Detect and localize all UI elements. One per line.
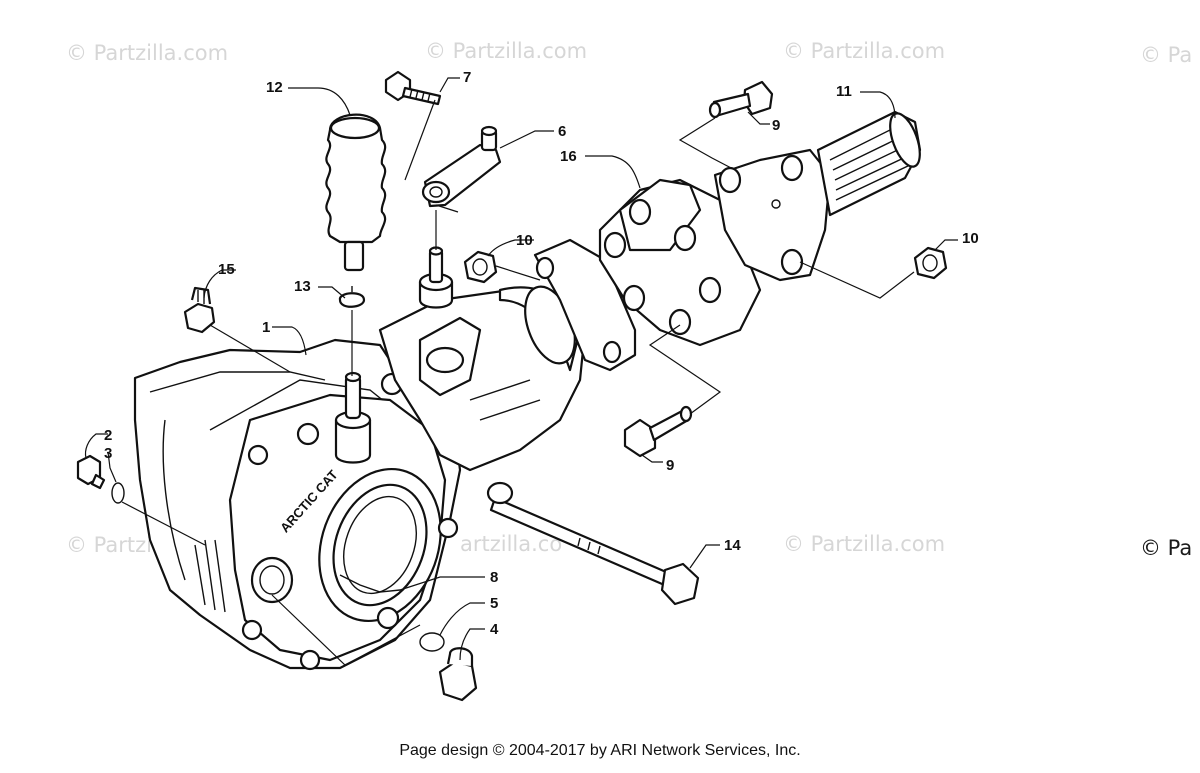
drain-plug xyxy=(438,647,478,702)
callout-1: 1 xyxy=(262,319,270,336)
castle-nut xyxy=(183,286,216,334)
callout-9-lower: 9 xyxy=(666,457,674,474)
callout-15: 15 xyxy=(218,261,235,278)
watermark: © Partzilla.com xyxy=(66,41,228,65)
hose-clamp xyxy=(338,286,366,308)
callout-6: 6 xyxy=(558,123,566,140)
callout-9-upper: 9 xyxy=(772,117,780,134)
bolt-9-upper xyxy=(708,80,774,119)
actuator-fitting xyxy=(418,246,454,309)
bolt-9-lower xyxy=(623,405,693,458)
shift-lever xyxy=(421,125,502,208)
callout-10-right: 10 xyxy=(962,230,979,247)
fill-plug xyxy=(76,454,106,490)
watermark: © Pa xyxy=(1140,536,1192,560)
callout-labels: 1 2 3 4 5 6 7 8 9 9 10 10 11 12 13 14 15… xyxy=(104,69,979,638)
actuator-body xyxy=(378,285,587,472)
callout-11: 11 xyxy=(836,83,852,100)
o-ring-3 xyxy=(111,482,125,504)
washer-5 xyxy=(419,632,445,652)
coupler-assembly xyxy=(533,178,762,372)
nut-10-left xyxy=(463,250,498,284)
long-bolt xyxy=(486,481,700,606)
leader-lines xyxy=(84,77,958,666)
seal-8 xyxy=(339,574,401,593)
callout-4: 4 xyxy=(490,621,499,638)
callout-12: 12 xyxy=(266,79,283,96)
vent-fitting xyxy=(334,371,372,464)
callout-5: 5 xyxy=(490,595,498,612)
watermark: © Partzilla.com xyxy=(783,39,945,63)
copyright-footer: Page design © 2004-2017 by ARI Network S… xyxy=(399,742,801,759)
callout-10-left: 10 xyxy=(516,232,533,249)
watermark: artzilla.co xyxy=(460,532,562,556)
callout-3: 3 xyxy=(104,445,112,462)
callout-14: 14 xyxy=(724,537,741,554)
callout-7: 7 xyxy=(463,69,471,86)
callout-2: 2 xyxy=(104,427,112,444)
watermark: © Partzilla.com xyxy=(783,532,945,556)
watermark: © Partzilla.com xyxy=(425,39,587,63)
watermark: © Pa xyxy=(1140,43,1192,67)
rubber-boot xyxy=(325,113,387,272)
callout-8: 8 xyxy=(490,569,498,586)
callout-16: 16 xyxy=(560,148,577,165)
output-shaft xyxy=(713,110,922,282)
bolt-7 xyxy=(384,70,442,106)
nut-10-right xyxy=(913,246,948,280)
gearcase-housing: ARCTIC CAT xyxy=(133,338,462,671)
callout-13: 13 xyxy=(294,278,311,295)
